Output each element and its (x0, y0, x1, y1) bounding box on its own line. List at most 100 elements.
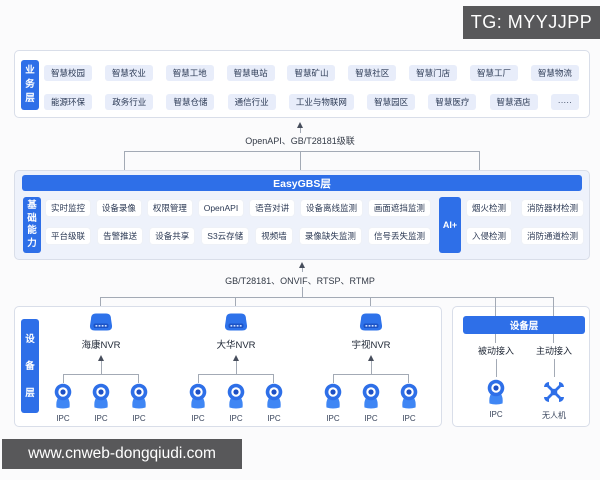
platform-capability-tag: 基础能力 (23, 197, 41, 253)
ai-row-2: 入侵检测 消防通道检测 (467, 228, 583, 244)
nvr-icon (222, 312, 250, 337)
ipc-camera-icon (398, 383, 420, 414)
ai-capability-chip: 入侵检测 (467, 228, 512, 244)
ipc-label: IPC (229, 414, 243, 423)
business-chip: 智慧农业 (104, 65, 153, 81)
uplink-arrow-icon (296, 122, 303, 128)
ai-plus-tag: AI+ (439, 197, 461, 253)
capability-chip: 录像缺失监测 (299, 228, 361, 244)
nvr-label: 大华NVR (216, 340, 256, 351)
watermark-text: www.cnweb-dongqiudi.com (28, 445, 216, 462)
business-row-1: 智慧校园 智慧农业 智慧工地 智慧电站 智慧矿山 智慧社区 智慧门店 智慧工厂 … (44, 65, 579, 81)
ipc-camera-icon (360, 383, 382, 414)
ipc-camera-icon (263, 383, 285, 414)
access-mode-label: 主动接入 (535, 346, 572, 356)
ipc-camera: IPC (360, 383, 382, 423)
business-chip: 智慧工厂 (470, 65, 519, 81)
ipc-label: IPC (402, 414, 416, 423)
connector-line (370, 361, 372, 374)
connector-line (235, 297, 236, 314)
ipc-camera-icon (187, 383, 209, 414)
capability-chip: 权限管理 (147, 200, 192, 216)
business-chip: 政务行业 (105, 94, 154, 110)
connector-line (301, 287, 303, 297)
tg-badge-text: TG: MYYJJPP (470, 12, 593, 32)
nvr-label: 宇视NVR (351, 340, 391, 351)
passive-access-column: 被动接入 IPC (461, 344, 531, 419)
watermark-badge: www.cnweb-dongqiudi.com (2, 439, 242, 469)
capability-chip: 告警推送 (98, 228, 143, 244)
business-chip: 智慧矿山 (287, 65, 336, 81)
business-chip: 通信行业 (227, 94, 276, 110)
ipc-label: IPC (267, 414, 281, 423)
business-chip: 智慧校园 (44, 65, 93, 81)
ipc-camera-icon (485, 379, 507, 410)
business-chip: 智慧工地 (165, 65, 214, 81)
business-chip: 智慧园区 (367, 94, 416, 110)
ipc-label: IPC (56, 414, 70, 423)
ai-capability-chip: 消防通道检测 (521, 228, 583, 244)
drone-icon (542, 379, 566, 410)
ipc-camera: IPC (187, 383, 209, 423)
connector-bus (100, 297, 554, 298)
connector-line (100, 361, 102, 374)
business-layer-box: 业务层 智慧校园 智慧农业 智慧工地 智慧电站 智慧矿山 智慧社区 智慧门店 智… (14, 50, 590, 118)
ipc-label: IPC (191, 414, 205, 423)
business-chip: 智慧门店 (409, 65, 458, 81)
camera-bracket (333, 374, 409, 383)
business-layer-tag: 业务层 (21, 60, 39, 110)
uplink-top-label: OpenAPI、GB/T28181级联 (245, 136, 355, 146)
tg-badge: TG: MYYJJPP (463, 6, 600, 39)
device-layer-tag: 设备层 (21, 319, 39, 413)
ipc-camera-icon (52, 383, 74, 414)
uplink-bottom-label: GB/T28181、ONVIF、RTSP、RTMP (225, 276, 375, 286)
capability-chip: 视频墙 (256, 228, 292, 244)
ipc-camera-icon (322, 383, 344, 414)
connector-line (235, 361, 237, 374)
ipc-camera: IPC (225, 383, 247, 423)
business-row-2: 能源环保 政务行业 智慧仓储 通信行业 工业与物联网 智慧园区 智慧医疗 智慧酒… (44, 94, 579, 110)
easygbs-header-bar: EasyGBS层 (22, 175, 582, 191)
ipc-camera-icon (128, 383, 150, 414)
business-chip: 智慧电站 (226, 65, 275, 81)
ipc-camera: IPC (128, 383, 150, 423)
ai-capability-chip: 消防器材检测 (521, 200, 583, 216)
uplink-arrow-icon (97, 355, 104, 361)
capability-chip: 实时监控 (46, 200, 91, 216)
access-panel-box: 设备层 被动接入 IPC 主动接入 无人机 (452, 306, 590, 427)
capability-chip: S3云存储 (202, 228, 249, 244)
camera-row: IPC IPC IPC (187, 383, 285, 423)
ipc-label: IPC (364, 414, 378, 423)
ipc-camera: IPC (322, 383, 344, 423)
connector-line (553, 359, 555, 377)
business-chip: 智慧酒店 (489, 94, 538, 110)
camera-bracket (63, 374, 139, 383)
ipc-camera: IPC (90, 383, 112, 423)
business-chip: ····· (550, 94, 579, 110)
ipc-camera: IPC (263, 383, 285, 423)
capability-chip: 平台级联 (46, 228, 91, 244)
ai-capability-chip: 烟火检测 (467, 200, 512, 216)
ipc-camera: IPC (398, 383, 420, 423)
nvr-label: 海康NVR (81, 340, 121, 351)
camera-bracket (198, 374, 274, 383)
active-access-column: 主动接入 无人机 (519, 344, 589, 421)
uplink-arrow-icon (367, 355, 374, 361)
connector-line (495, 359, 497, 377)
nvr-icon (87, 312, 115, 337)
ai-row-1: 烟火检测 消防器材检测 (467, 200, 583, 216)
ipc-label: IPC (132, 414, 146, 423)
capability-chip: 画面遮挡监测 (368, 200, 430, 216)
platform-layer-box: EasyGBS层 基础能力 实时监控 设备录像 权限管理 OpenAPI 语音对… (14, 170, 590, 260)
capability-chip: 设备录像 (96, 200, 141, 216)
drone-label: 无人机 (542, 411, 566, 420)
access-mode-label: 被动接入 (477, 346, 514, 356)
connector-line (299, 128, 301, 133)
access-panel-header: 设备层 (463, 316, 585, 334)
connector-line (100, 297, 101, 314)
ipc-camera-icon (225, 383, 247, 414)
capability-chip: 设备离线监测 (301, 200, 363, 216)
ipc-camera: IPC (52, 383, 74, 423)
business-chip: 能源环保 (44, 94, 93, 110)
